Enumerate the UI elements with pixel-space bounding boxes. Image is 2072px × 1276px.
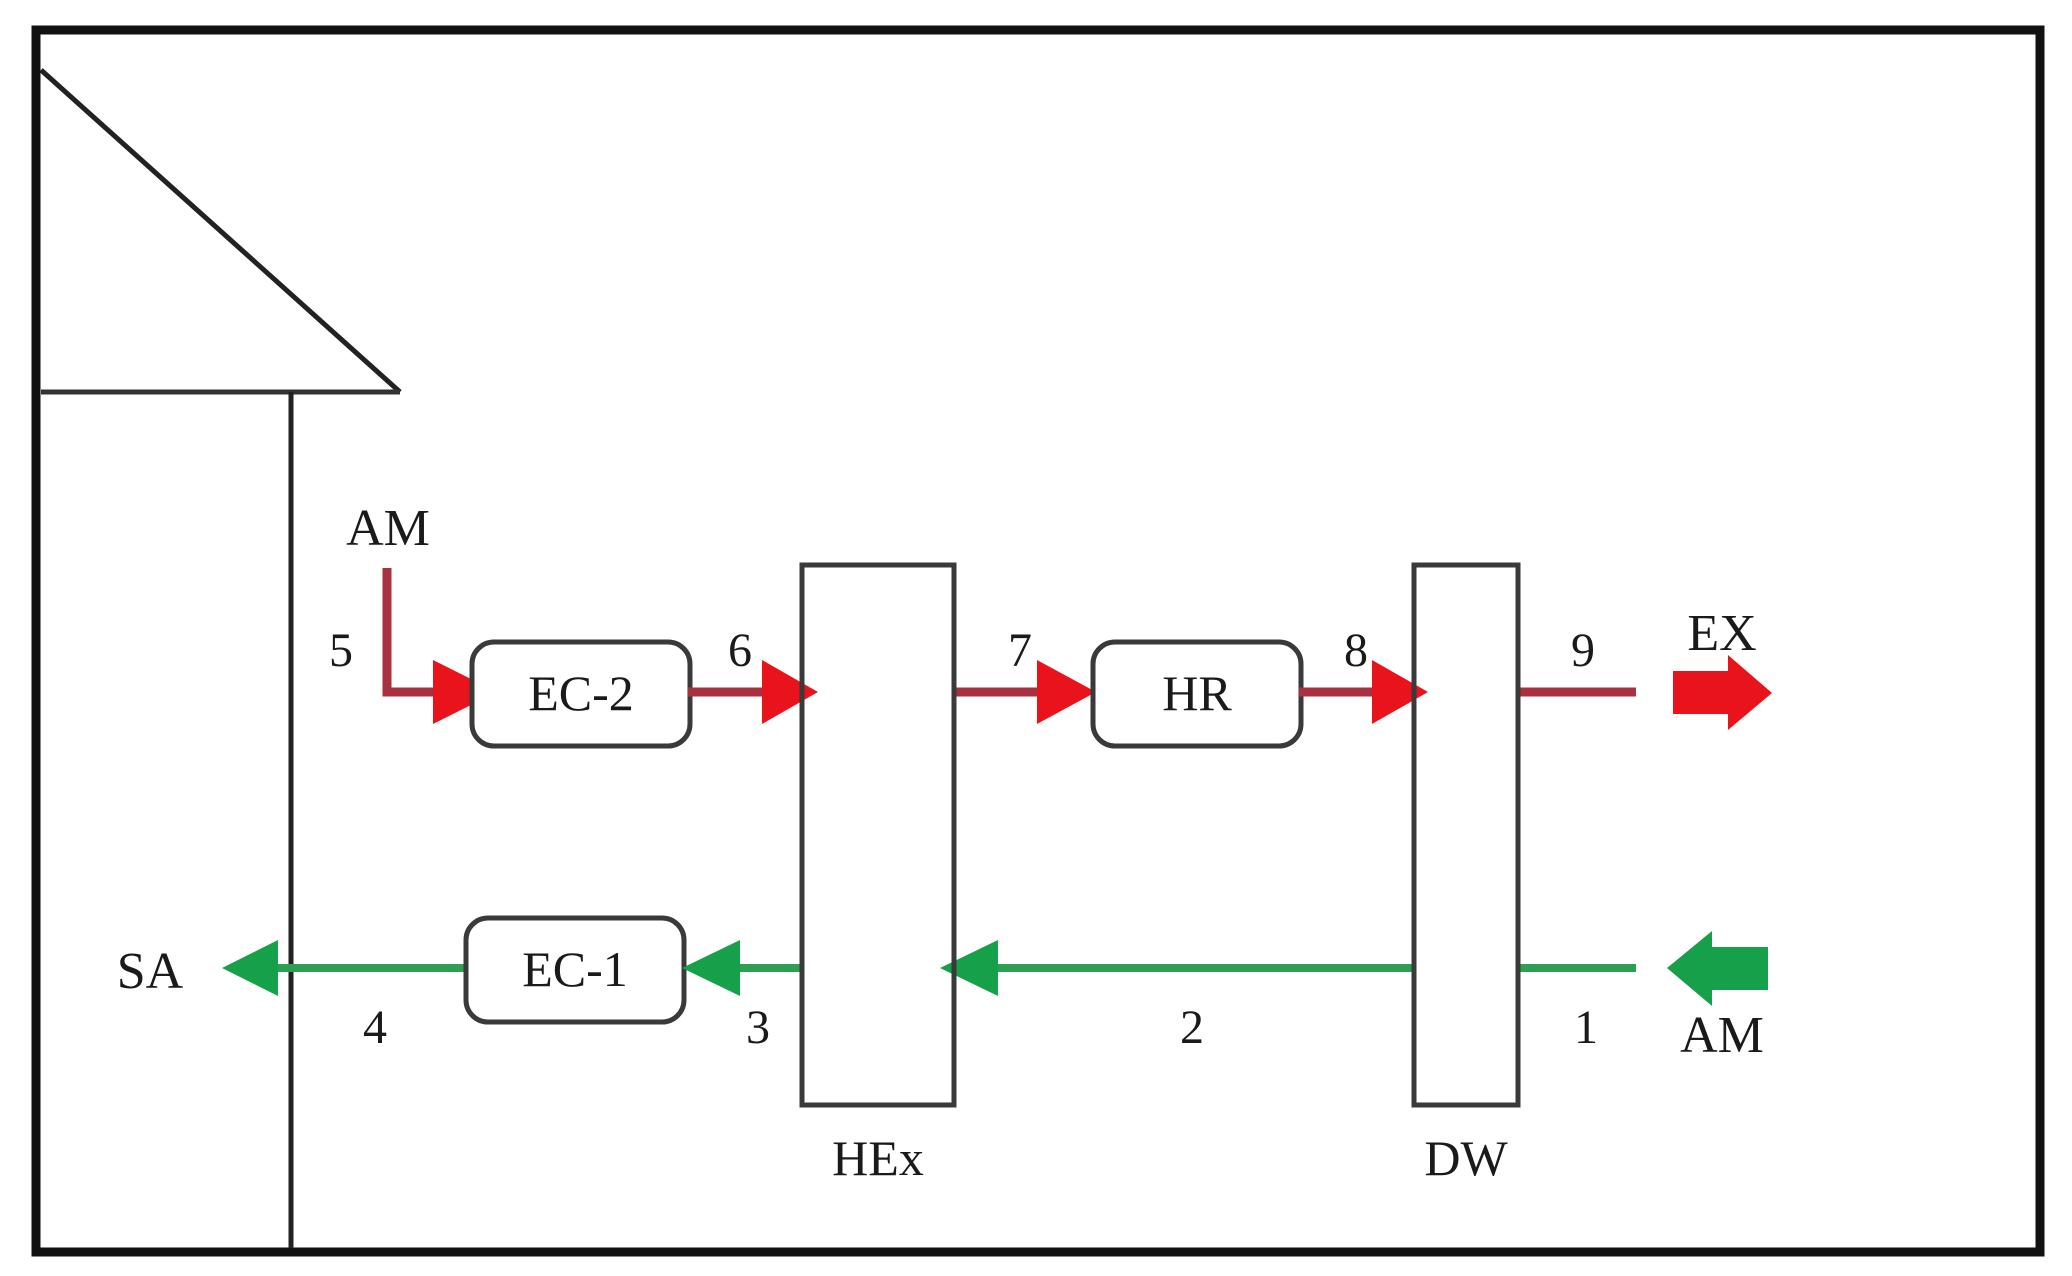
component-dw-label: DW (1424, 1130, 1508, 1186)
state-point-1: 1 (1574, 1001, 1598, 1054)
regen-arrow-into-dw (1372, 660, 1428, 724)
process-arrow-into-ec1 (682, 940, 740, 996)
component-ec1-label: EC-1 (522, 941, 628, 997)
state-point-8: 8 (1344, 624, 1368, 677)
outer-frame (31, 25, 2045, 1257)
state-point-9: 9 (1571, 624, 1595, 677)
regen-arrow-into-hr (1037, 660, 1096, 724)
state-point-7: 7 (1008, 624, 1032, 677)
regen-arrow-into-hex (762, 660, 818, 724)
component-hr-label: HR (1162, 665, 1232, 721)
terminal-label-am-bottom: AM (1680, 1007, 1764, 1064)
state-point-3: 3 (746, 1001, 770, 1054)
component-hex[interactable] (799, 562, 957, 1108)
roof-slope-line (39, 68, 402, 394)
component-ec1[interactable] (463, 915, 687, 1025)
regen-inlet-elbow-line (382, 568, 433, 697)
terminal-label-ex: EX (1687, 605, 1756, 662)
regen-arrow-into-ec2 (433, 660, 497, 724)
terminal-label-sa: SA (117, 943, 184, 1000)
process-arrow-into-hex (940, 940, 998, 996)
state-point-4: 4 (363, 1001, 387, 1054)
state-point-6: 6 (728, 624, 752, 677)
ambient-inlet-block-arrow (1667, 931, 1768, 1006)
state-point-5: 5 (329, 624, 353, 677)
state-point-2: 2 (1180, 1001, 1204, 1054)
component-ec2-label: EC-2 (528, 665, 634, 721)
component-hex-label: HEx (832, 1130, 924, 1186)
component-dw[interactable] (1411, 562, 1521, 1108)
exhaust-block-arrow (1673, 655, 1772, 730)
terminal-label-am-top: AM (346, 500, 430, 557)
process-arrow-to-sa (222, 940, 278, 996)
